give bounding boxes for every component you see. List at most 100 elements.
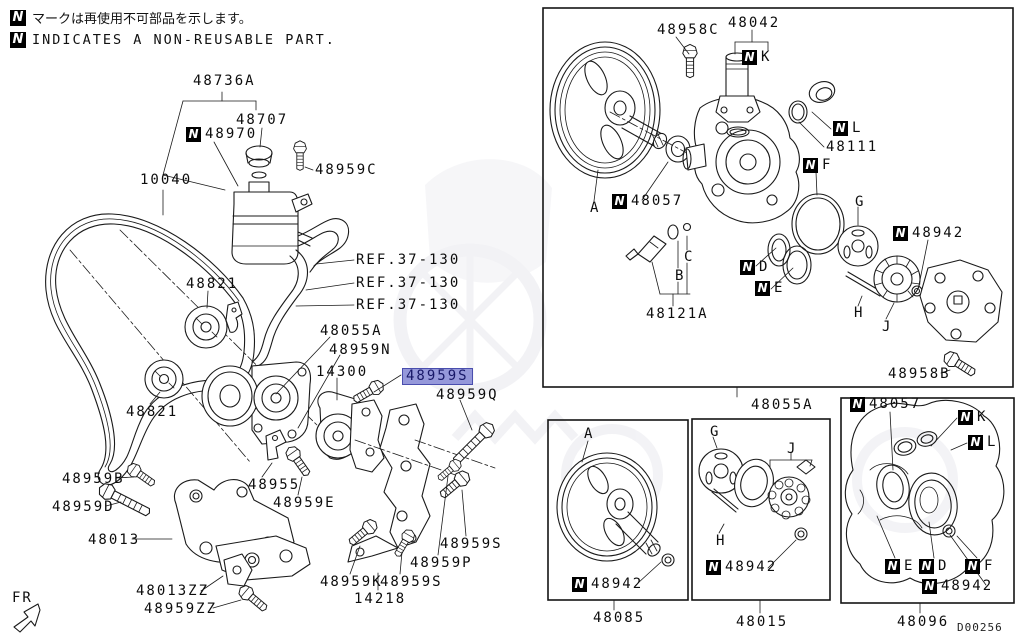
part-label[interactable]: 48959S bbox=[440, 537, 503, 552]
part-label[interactable]: 10040 bbox=[140, 173, 192, 188]
part-label-text[interactable]: 48942 bbox=[941, 578, 994, 594]
part-label-text[interactable]: 48707 bbox=[236, 112, 289, 128]
part-label-text[interactable]: 48958B bbox=[888, 366, 951, 382]
ref-label[interactable]: REF.37-130 bbox=[356, 298, 460, 313]
panel-caption-bottom-right[interactable]: 48096 bbox=[897, 615, 949, 630]
part-label-text[interactable]: 48085 bbox=[593, 610, 646, 626]
part-label-text[interactable]: 48055A bbox=[320, 323, 383, 339]
part-label-text[interactable]: 48057 bbox=[869, 396, 922, 412]
part-label[interactable]: 48959E bbox=[273, 496, 336, 511]
non-reusable-badge: N bbox=[572, 577, 587, 592]
part-label[interactable]: 48959K bbox=[320, 575, 383, 590]
part-label-text[interactable]: 48959P bbox=[410, 555, 473, 571]
part-label-text[interactable]: 48959S bbox=[440, 536, 503, 552]
part-label-text: FR bbox=[12, 590, 33, 606]
part-label-text: D00256 bbox=[957, 621, 1003, 634]
selected-part-label[interactable]: 48959S bbox=[402, 368, 473, 385]
panel-caption-bottom-left[interactable]: 48085 bbox=[593, 611, 645, 626]
part-label-text[interactable]: 48958C bbox=[657, 22, 720, 38]
part-label-text[interactable]: 48042 bbox=[728, 15, 781, 31]
part-label[interactable]: 48955 bbox=[248, 478, 300, 493]
part-label[interactable]: 48959B bbox=[62, 472, 125, 487]
panel-caption-top-right[interactable]: 48055A bbox=[751, 398, 814, 413]
part-label[interactable]: N 48942 bbox=[572, 577, 643, 592]
ref-letter: G bbox=[710, 425, 720, 440]
part-label[interactable]: 48958C bbox=[657, 23, 720, 38]
part-label[interactable]: 48121A bbox=[646, 307, 709, 322]
ref-label[interactable]: REF.37-130 bbox=[356, 276, 460, 291]
part-label[interactable]: 48042 bbox=[728, 16, 780, 31]
part-label[interactable]: 48013ZZ bbox=[136, 584, 209, 599]
part-label[interactable]: N 48970 bbox=[186, 127, 257, 142]
part-label-text[interactable]: 48821 bbox=[186, 276, 239, 292]
part-label[interactable]: 48055A bbox=[320, 324, 383, 339]
non-reusable-badge: N bbox=[186, 127, 201, 142]
part-label-text[interactable]: REF.37-130 bbox=[356, 252, 461, 268]
part-label-text[interactable]: 48959B bbox=[62, 471, 125, 487]
part-label-text[interactable]: 48942 bbox=[725, 559, 778, 575]
part-label-text[interactable]: 48959N bbox=[329, 342, 392, 358]
part-label-text[interactable]: 48959K bbox=[320, 574, 383, 590]
part-label-text[interactable]: 48736A bbox=[193, 73, 256, 89]
part-label-text[interactable]: 48096 bbox=[897, 614, 950, 630]
part-label-text[interactable]: 48970 bbox=[205, 126, 258, 142]
part-label[interactable]: 48111 bbox=[826, 140, 878, 155]
part-label[interactable]: 48959C bbox=[315, 163, 378, 178]
part-label[interactable]: 48821 bbox=[186, 277, 238, 292]
part-label-text[interactable]: 48959E bbox=[273, 495, 336, 511]
part-label[interactable]: 48959D bbox=[52, 500, 115, 515]
part-label-text[interactable]: 48055A bbox=[751, 397, 814, 413]
note-text-jp: マークは再使用不可部品を示します。 bbox=[32, 12, 252, 27]
part-label-text: A bbox=[590, 200, 601, 216]
part-label-text: E bbox=[774, 280, 785, 296]
non-reusable-badge: N bbox=[885, 559, 900, 574]
pulley-panel-drawing bbox=[556, 440, 675, 611]
part-label-text[interactable]: 48959Q bbox=[436, 387, 499, 403]
leader-lines-left bbox=[105, 91, 473, 609]
part-label[interactable]: 48959S bbox=[380, 575, 443, 590]
part-label-text[interactable]: 48959D bbox=[52, 499, 115, 515]
part-label[interactable]: 48013 bbox=[88, 533, 140, 548]
part-label[interactable]: 14218 bbox=[354, 592, 406, 607]
part-label-text: J bbox=[882, 319, 893, 335]
part-label-text[interactable]: 48057 bbox=[631, 193, 684, 209]
ref-label[interactable]: REF.37-130 bbox=[356, 253, 460, 268]
part-label-text[interactable]: 48821 bbox=[126, 404, 179, 420]
part-label-text[interactable]: 48013ZZ bbox=[136, 583, 210, 599]
part-label-text[interactable]: 48959S bbox=[380, 574, 443, 590]
part-label-text[interactable]: 48959ZZ bbox=[144, 601, 218, 617]
part-label[interactable]: 48959Q bbox=[436, 388, 499, 403]
part-label-text[interactable]: 48942 bbox=[912, 225, 965, 241]
part-label[interactable]: 48959N bbox=[329, 343, 392, 358]
part-label[interactable]: 48958B bbox=[888, 367, 951, 382]
part-label-text[interactable]: 14218 bbox=[354, 591, 407, 607]
part-label-text[interactable]: 48959C bbox=[315, 162, 378, 178]
part-label-text[interactable]: 10040 bbox=[140, 172, 193, 188]
part-label-text[interactable]: REF.37-130 bbox=[356, 275, 461, 291]
part-label[interactable]: 48707 bbox=[236, 113, 288, 128]
part-label-text[interactable]: 14300 bbox=[316, 364, 369, 380]
part-label-text: L bbox=[987, 434, 998, 450]
part-label[interactable]: 48736A bbox=[193, 74, 256, 89]
part-label-text[interactable]: 48111 bbox=[826, 139, 879, 155]
panel-caption-bottom-middle[interactable]: 48015 bbox=[736, 615, 788, 630]
part-label[interactable]: 48959P bbox=[410, 556, 473, 571]
selected-part-number[interactable]: 48959S bbox=[402, 368, 473, 385]
part-label-text[interactable]: REF.37-130 bbox=[356, 297, 461, 313]
part-label[interactable]: 14300 bbox=[316, 365, 368, 380]
part-label-text[interactable]: 48955 bbox=[248, 477, 301, 493]
part-label-text[interactable]: 48013 bbox=[88, 532, 141, 548]
part-label-text[interactable]: 48015 bbox=[736, 614, 789, 630]
part-label-text[interactable]: 48942 bbox=[591, 576, 644, 592]
part-label-text[interactable]: 48121A bbox=[646, 306, 709, 322]
part-label[interactable]: 48821 bbox=[126, 405, 178, 420]
pump-exploded-drawing bbox=[549, 41, 1003, 381]
part-label[interactable]: 48959ZZ bbox=[144, 602, 217, 617]
